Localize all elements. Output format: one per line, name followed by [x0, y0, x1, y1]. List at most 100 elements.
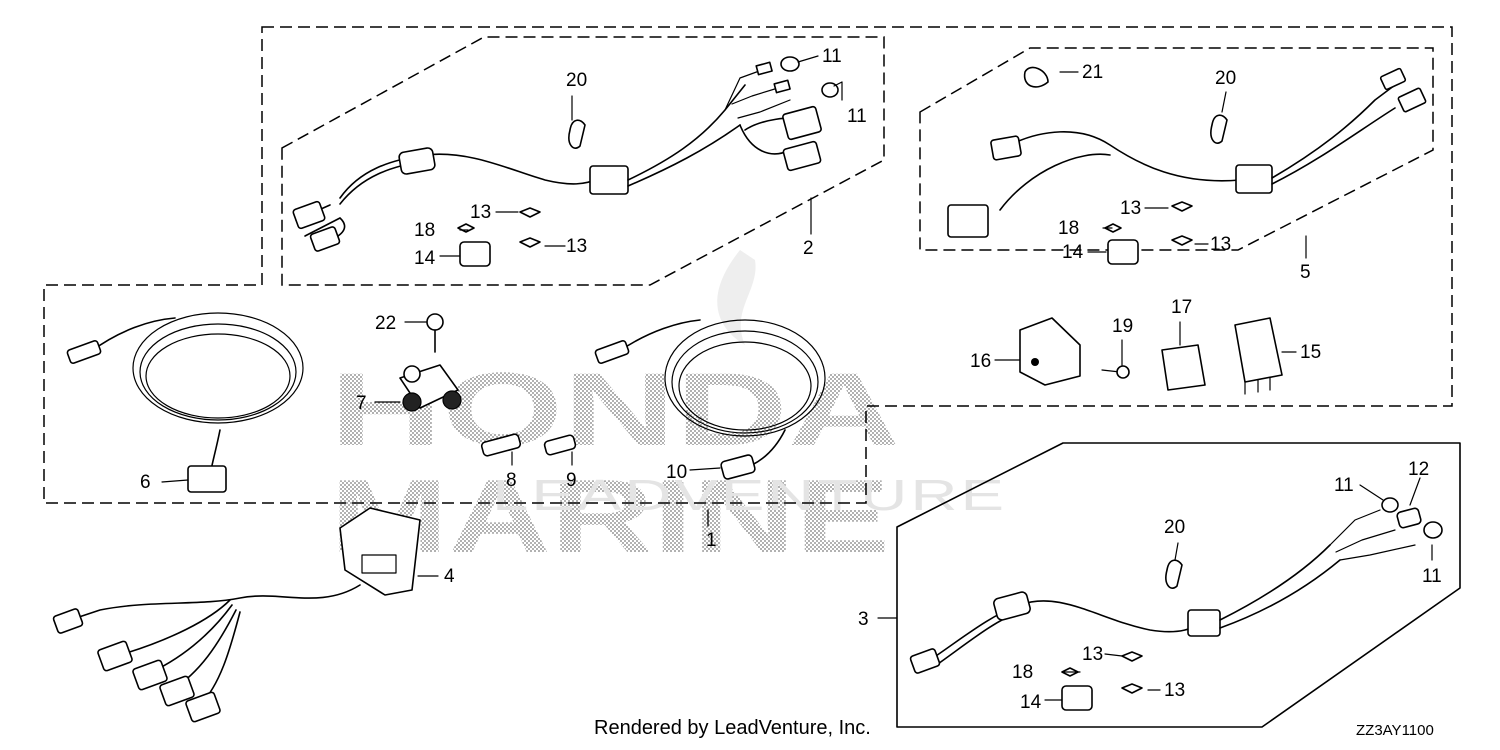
kit4-coupler-e [185, 691, 221, 723]
callout-6: 6 [140, 472, 151, 493]
kit5-coupler-a [990, 135, 1022, 161]
kit3-cap-11a [1381, 497, 1399, 513]
cable6-coupler [187, 465, 227, 493]
callout-1: 1 [706, 530, 717, 551]
callout-20a: 20 [566, 70, 587, 91]
kit2-cap-11a [780, 56, 800, 72]
callout-18c: 18 [1012, 662, 1033, 683]
kit3-main-cable [929, 600, 1201, 661]
kit5-main-cable [999, 131, 1241, 211]
kit-5-harness [947, 66, 1427, 265]
callout-13e: 13 [1082, 644, 1103, 665]
group-outlines [43, 26, 1461, 728]
callout-20c: 20 [1164, 517, 1185, 538]
kit4-coupler-c [132, 659, 168, 691]
kit5-coupler-14 [1107, 239, 1139, 265]
kit5-terminal-13a [1171, 201, 1193, 212]
kit3-sleeve-12 [1396, 507, 1422, 529]
kit-1-network [66, 312, 826, 493]
kit5-clamp-20 [1210, 114, 1228, 144]
callout-labels: 1 2 3 4 5 6 7 8 9 10 11 11 11 11 12 13 1… [140, 46, 1442, 713]
callout-12: 12 [1408, 459, 1429, 480]
kit5-junction-box [1235, 164, 1273, 194]
fuse-box-4 [339, 507, 421, 596]
kit5-terminal-a [1379, 67, 1407, 91]
callout-13d: 13 [1210, 234, 1231, 255]
kit2-terminal-18 [457, 223, 475, 233]
kit4-coupler-a [52, 608, 84, 634]
callout-18a: 18 [414, 220, 435, 241]
callout-5: 5 [1300, 262, 1311, 283]
watermark-tagline: LEADVENTURE [492, 471, 1007, 520]
kit3-junction-box [1187, 609, 1221, 637]
screw-22 [426, 313, 444, 331]
relay-cover-17 [1161, 344, 1206, 391]
kit3-coupler-a [909, 648, 941, 674]
callout-2: 2 [803, 238, 814, 259]
kit-2-outline [281, 36, 885, 286]
kit2-coupler-14 [459, 241, 491, 267]
callout-11d: 11 [1422, 566, 1442, 587]
callout-14c: 14 [1020, 692, 1042, 713]
terminator-9 [543, 434, 577, 456]
kit3-inline-connector [993, 591, 1031, 621]
watermark: HONDA MARINE LEADVENTURE [330, 250, 1007, 575]
kit2-terminal-13b [519, 237, 541, 248]
relay-bracket-16 [1019, 317, 1081, 386]
kit2-clamp-20 [568, 119, 586, 149]
diagram-code: ZZ3AY1100 [1356, 722, 1434, 739]
cable6-end-a [66, 339, 102, 365]
kit3-terminal-13b [1121, 683, 1143, 694]
connector-10 [720, 454, 756, 480]
callout-20b: 20 [1215, 68, 1236, 89]
callout-13f: 13 [1164, 680, 1185, 701]
callout-10: 10 [666, 462, 687, 483]
callout-14b: 14 [1062, 242, 1084, 263]
callout-3: 3 [858, 609, 869, 630]
callout-22: 22 [375, 313, 396, 334]
callout-11c: 11 [1334, 475, 1354, 496]
callout-11b: 11 [847, 106, 867, 127]
footer-credit: Rendered by LeadVenture, Inc. [594, 717, 871, 739]
callout-4: 4 [444, 566, 455, 587]
kit4-main-cable [69, 584, 361, 621]
callout-18b: 18 [1058, 218, 1079, 239]
kit-5-outline [919, 47, 1434, 251]
terminator-8 [480, 433, 522, 457]
callout-15: 15 [1300, 342, 1321, 363]
kit5-coupler-b [947, 204, 989, 238]
kit3-terminal-13a [1121, 651, 1143, 662]
outer-kit-outline [43, 26, 1453, 504]
kit4-coupler-b [97, 640, 133, 672]
kit2-coupler-b [309, 226, 341, 252]
kit2-coupler-c [782, 105, 822, 141]
callout-13c: 13 [1120, 198, 1141, 219]
kit5-terminal-13b [1171, 235, 1193, 246]
watermark-brand-line2: MARINE [330, 459, 890, 575]
kit3-cap-11b [1423, 521, 1443, 539]
kit5-terminal-b [1397, 87, 1427, 113]
kit5-band-21 [1023, 66, 1049, 88]
callout-8: 8 [506, 470, 517, 491]
callout-13b: 13 [566, 236, 587, 257]
kit3-coupler-14 [1061, 685, 1093, 711]
kit2-main-cable [339, 153, 601, 199]
kit-3-harness [909, 497, 1443, 711]
kit2-inline-connector [398, 147, 436, 175]
kit-3-outline [896, 442, 1461, 728]
cable-coil-left [132, 312, 304, 424]
callout-14a: 14 [414, 248, 436, 269]
relay-15 [1234, 317, 1283, 383]
kit4-coupler-d [159, 675, 195, 707]
kit3-clamp-20 [1165, 559, 1183, 589]
kit2-junction-box [589, 165, 629, 195]
callout-17: 17 [1171, 297, 1192, 318]
kit-2-harness [292, 56, 839, 267]
callout-11a: 11 [822, 46, 842, 67]
leader-lines [161, 55, 1433, 701]
kit2-coupler-a [292, 200, 326, 230]
cable1-end [594, 339, 630, 365]
cable-coil-right [664, 319, 826, 437]
